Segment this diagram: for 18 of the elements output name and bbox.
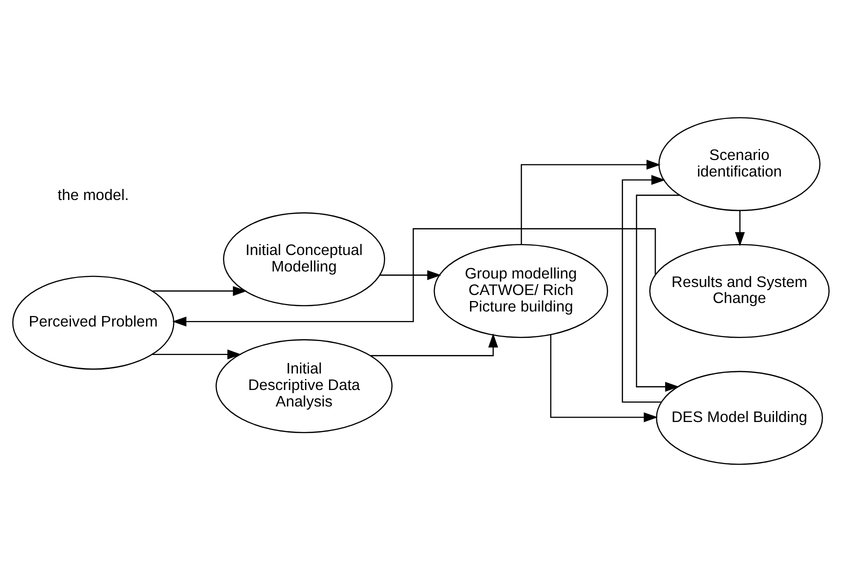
node-ellipse: Initial Conceptual Modelling xyxy=(223,212,386,306)
arrow xyxy=(380,270,442,280)
arrow xyxy=(370,332,498,356)
arrow xyxy=(152,286,248,296)
arrow xyxy=(172,228,656,326)
label: the model. xyxy=(58,186,129,204)
arrow xyxy=(520,159,661,244)
arrow xyxy=(734,210,745,246)
arrow xyxy=(636,194,680,392)
node-ellipse: Initial Descriptive Data Analysis xyxy=(216,338,393,433)
node-ellipse: Group modelling CATWOE/ Rich Picture building xyxy=(434,244,608,338)
node-ellipse: DES Model Building xyxy=(656,370,823,464)
arrow xyxy=(152,349,242,359)
node-ellipse: Scenario identification xyxy=(658,116,820,211)
node-ellipse: Results and System Change xyxy=(649,244,830,338)
arrow xyxy=(550,334,658,422)
arrow xyxy=(622,174,666,402)
node-ellipse: Perceived Problem xyxy=(12,275,174,370)
